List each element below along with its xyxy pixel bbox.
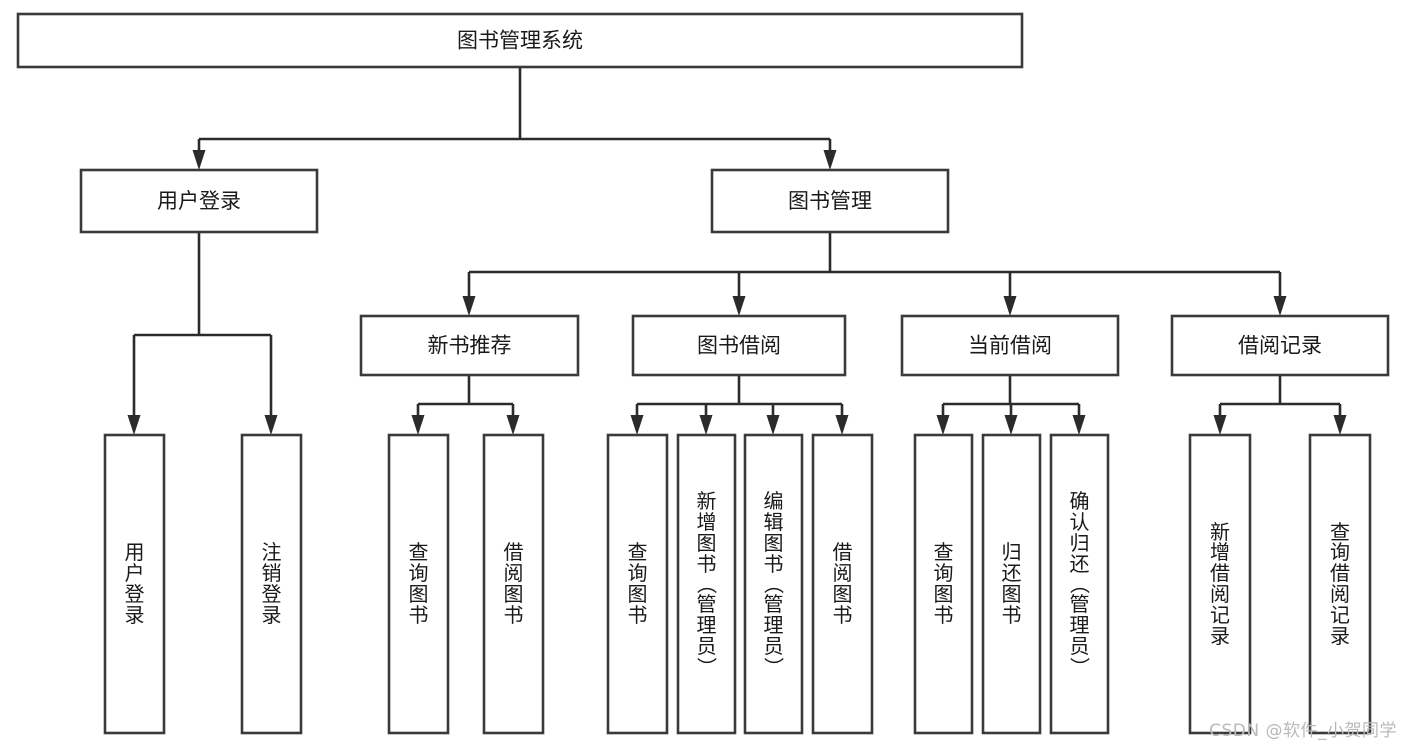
connector-group <box>936 375 1086 435</box>
node-l3-3[interactable]: 当前借阅 <box>900 314 1120 377</box>
node-label: 图书借阅 <box>697 334 781 358</box>
connector-group <box>630 375 849 435</box>
node-box[interactable] <box>900 314 1120 377</box>
node-box[interactable] <box>811 433 874 735</box>
node-lf-2[interactable] <box>240 433 303 735</box>
node-label: 用户登录 <box>157 189 241 213</box>
connector-group <box>192 67 837 170</box>
node-lf-7[interactable] <box>743 433 804 735</box>
arrow-head-icon <box>1004 415 1018 435</box>
node-l3-1[interactable]: 新书推荐 <box>359 314 580 377</box>
arrow-head-icon <box>936 415 950 435</box>
node-lf-4[interactable] <box>482 433 545 735</box>
node-lf-5[interactable] <box>606 433 669 735</box>
node-box[interactable] <box>710 168 950 234</box>
node-label: 新书推荐 <box>428 334 512 358</box>
node-box[interactable] <box>16 12 1024 69</box>
arrow-head-icon <box>1273 296 1287 316</box>
connector-group <box>411 375 520 435</box>
node-lf-6[interactable] <box>676 433 737 735</box>
node-lf-11[interactable] <box>1049 433 1110 735</box>
arrow-head-icon <box>823 150 837 170</box>
node-label: 借阅记录 <box>1238 334 1322 358</box>
node-label: 图书管理 <box>788 189 872 213</box>
connector-group <box>462 232 1287 316</box>
arrow-head-icon <box>732 296 746 316</box>
arrow-head-icon <box>411 415 425 435</box>
node-box[interactable] <box>606 433 669 735</box>
node-box[interactable] <box>1188 433 1252 735</box>
csdn-watermark: CSDN @软件_小贺同学 <box>1209 721 1397 741</box>
node-l3-4[interactable]: 借阅记录 <box>1170 314 1390 377</box>
node-l2-2[interactable]: 图书管理 <box>710 168 950 234</box>
arrow-head-icon <box>699 415 713 435</box>
node-box[interactable] <box>240 433 303 735</box>
arrow-head-icon <box>462 296 476 316</box>
node-box[interactable] <box>743 433 804 735</box>
node-root[interactable]: 图书管理系统 <box>16 12 1024 69</box>
node-l3-2[interactable]: 图书借阅 <box>631 314 847 377</box>
node-box[interactable] <box>1170 314 1390 377</box>
node-box[interactable] <box>631 314 847 377</box>
node-lf-1[interactable] <box>103 433 166 735</box>
arrow-head-icon <box>766 415 780 435</box>
arrow-head-icon <box>264 415 278 435</box>
arrow-head-icon <box>1333 415 1347 435</box>
arrow-head-icon <box>127 415 141 435</box>
node-box[interactable] <box>359 314 580 377</box>
connector-group <box>1213 375 1347 435</box>
node-label: 图书管理系统 <box>457 29 583 53</box>
node-box[interactable] <box>1308 433 1372 735</box>
node-box[interactable] <box>482 433 545 735</box>
node-lf-9[interactable] <box>913 433 974 735</box>
arrow-head-icon <box>1213 415 1227 435</box>
node-box[interactable] <box>981 433 1042 735</box>
arrow-head-icon <box>835 415 849 435</box>
connector-group <box>127 232 278 435</box>
node-box[interactable] <box>387 433 450 735</box>
node-lf-13[interactable] <box>1308 433 1372 735</box>
node-box[interactable] <box>103 433 166 735</box>
node-label: 当前借阅 <box>968 334 1052 358</box>
node-l2-1[interactable]: 用户登录 <box>79 168 319 234</box>
arrow-head-icon <box>192 150 206 170</box>
arrow-head-icon <box>1072 415 1086 435</box>
node-lf-12[interactable] <box>1188 433 1252 735</box>
arrow-head-icon <box>506 415 520 435</box>
node-lf-10[interactable] <box>981 433 1042 735</box>
node-box[interactable] <box>676 433 737 735</box>
node-box[interactable] <box>1049 433 1110 735</box>
arrow-head-icon <box>630 415 644 435</box>
arrow-head-icon <box>1003 296 1017 316</box>
connectors-layer <box>127 67 1347 435</box>
node-lf-3[interactable] <box>387 433 450 735</box>
node-box[interactable] <box>913 433 974 735</box>
node-lf-8[interactable] <box>811 433 874 735</box>
node-box[interactable] <box>79 168 319 234</box>
